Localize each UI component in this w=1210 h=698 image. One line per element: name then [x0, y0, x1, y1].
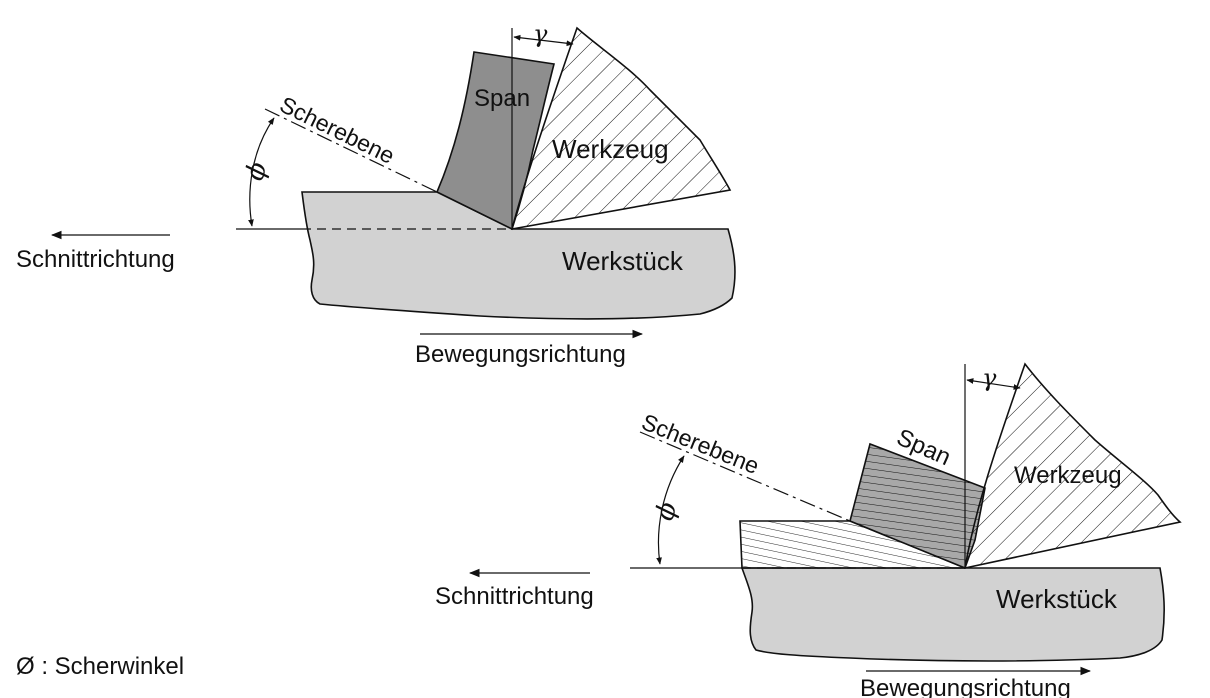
bottom-shear-angle-arc	[656, 455, 685, 565]
bottom-shear-angle-symbol: ϕ	[650, 499, 684, 524]
top-motion-direction-label: Bewegungsrichtung	[415, 341, 626, 368]
top-shear-plane-line	[264, 108, 438, 193]
top-tool-shape	[510, 26, 732, 231]
bottom-workpiece-shape	[740, 567, 1165, 662]
top-chip-label: Span	[474, 85, 530, 112]
top-workpiece-shape	[301, 191, 736, 320]
top-shear-angle-symbol: ϕ	[240, 159, 274, 184]
top-tool-label: Werkzeug	[552, 134, 669, 164]
top-rake-angle-arrow	[513, 34, 574, 47]
legend-text: Ø : Scherwinkel	[16, 653, 184, 680]
top-shear-plane-label: Scherebene	[276, 91, 399, 169]
bottom-shear-plane-label: Scherebene	[638, 409, 763, 480]
top-workpiece-label: Werkstück	[562, 246, 684, 276]
bottom-rake-angle-arrow	[966, 378, 1021, 390]
top-cut-direction-label: Schnittrichtung	[16, 246, 175, 273]
top-diagram: Span Werkzeug Werkstück Scherebene Schni…	[16, 20, 736, 368]
bottom-chip-lamellae	[850, 444, 985, 568]
top-rake-angle-symbol: γ	[533, 20, 548, 48]
bottom-shear-plane-line	[639, 431, 851, 522]
bottom-tool-label: Werkzeug	[1014, 462, 1122, 489]
bottom-tool-shape	[964, 362, 1182, 570]
bottom-rake-angle-symbol: γ	[982, 364, 997, 392]
bottom-cut-direction-label: Schnittrichtung	[435, 583, 594, 610]
bottom-motion-direction-label: Bewegungsrichtung	[860, 675, 1071, 698]
top-shear-angle-arc	[248, 117, 275, 227]
bottom-diagram: Span Werkzeug Werkstück Scherebene Schni…	[435, 362, 1182, 698]
bottom-workpiece-label: Werkstück	[996, 584, 1118, 614]
